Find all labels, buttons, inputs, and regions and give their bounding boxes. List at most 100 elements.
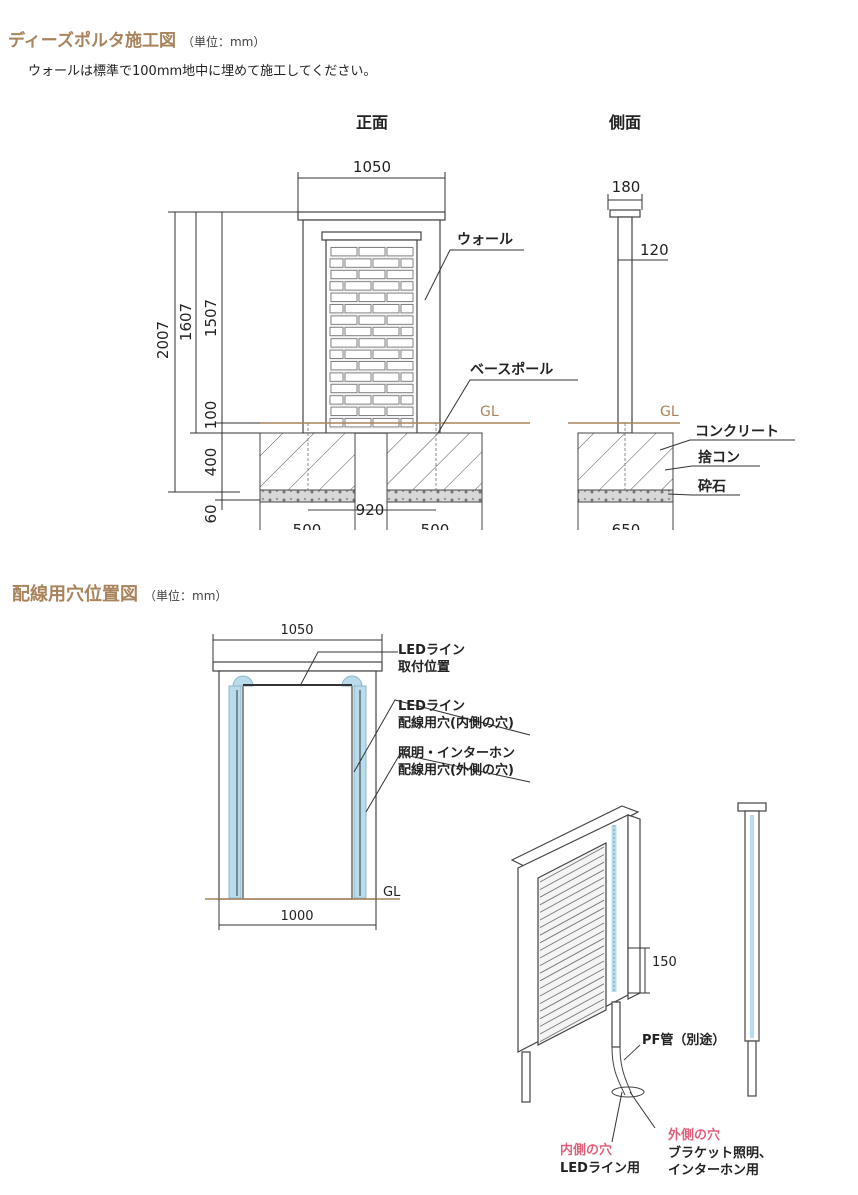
brick <box>372 304 400 314</box>
label-led-hole-2: 配線用穴(内側の穴) <box>398 715 514 731</box>
brick-course <box>539 960 605 997</box>
brick-course <box>539 930 605 966</box>
brick <box>372 258 400 268</box>
brick <box>400 395 414 405</box>
section1-title-text: ディーズポルタ施工図 <box>8 31 176 51</box>
brick-course <box>539 846 605 883</box>
brick <box>329 304 344 314</box>
brick <box>344 258 372 268</box>
label-led-hole-1: LEDライン <box>398 699 465 714</box>
gl-label-side: GL <box>660 404 679 420</box>
brick-course <box>539 998 605 1035</box>
section2-title: 配線用穴位置図（単位：mm） <box>12 580 227 606</box>
brick-course <box>539 869 605 906</box>
brick-course <box>539 861 605 898</box>
label-led-pos-1: LEDライン <box>398 643 465 658</box>
brick-course <box>539 922 605 959</box>
dim-h-100: 100 <box>202 401 220 430</box>
dim-h-1607: 1607 <box>177 303 195 341</box>
brick <box>386 406 414 416</box>
brick <box>330 383 358 394</box>
brick <box>386 247 414 257</box>
brick-course <box>539 899 605 936</box>
front-leaders <box>424 249 578 434</box>
brick <box>330 315 358 325</box>
label-light-hole-1: 照明・インターホン <box>398 746 515 761</box>
brick <box>344 395 372 405</box>
dim-side-body: 120 <box>640 241 669 259</box>
brick-course <box>539 953 605 989</box>
brick <box>386 292 414 302</box>
dim-gap: 920 <box>356 501 385 519</box>
brick <box>329 372 344 382</box>
wiring-dim-top: 1050 <box>280 623 313 638</box>
brick <box>358 292 386 302</box>
dim-h-total: 2007 <box>154 321 172 359</box>
brick-course <box>539 915 605 951</box>
dim-width: 1050 <box>353 158 391 176</box>
brick <box>358 361 386 371</box>
dim-right-base: 500 <box>421 521 450 535</box>
section2-title-text: 配線用穴位置図 <box>12 584 138 605</box>
hole-arrows <box>611 1091 656 1143</box>
brick-course <box>539 975 605 1012</box>
led-channels <box>228 675 367 899</box>
label-outer-desc-2: インターホン用 <box>668 1163 759 1178</box>
brick <box>386 338 414 348</box>
brick <box>329 326 344 337</box>
brick <box>400 372 414 382</box>
brick-course <box>539 991 605 1027</box>
wiring-gl-label: GL <box>383 885 401 900</box>
section1-note: ウォールは標準で100mm地中に埋めて施工してください。 <box>28 64 377 79</box>
label-gravel: 砕石 <box>698 478 726 495</box>
brick <box>372 372 400 382</box>
dim-150-lines <box>628 947 650 994</box>
brick <box>372 349 400 359</box>
brick <box>329 281 344 291</box>
label-inner-title: 内側の穴 <box>560 1142 612 1158</box>
label-wall: ウォール <box>457 232 513 248</box>
section1-title: ディーズポルタ施工図 （単位：mm） <box>8 26 265 51</box>
brick <box>344 326 372 337</box>
brick <box>330 361 358 371</box>
brick <box>400 349 414 359</box>
brick <box>344 349 372 359</box>
brick <box>372 281 400 291</box>
brick <box>358 315 386 325</box>
brick <box>358 247 386 257</box>
label-led-pos-2: 取付位置 <box>398 659 450 675</box>
brick <box>400 304 414 314</box>
brick-course <box>539 983 605 1020</box>
wiring-dim-bottom: 1000 <box>280 909 313 924</box>
brick-course <box>539 1006 605 1042</box>
side-view <box>609 209 641 434</box>
brick <box>330 292 358 302</box>
brick <box>372 326 400 337</box>
label-base-pole: ベースポール <box>470 361 553 378</box>
brick-rows <box>329 247 414 428</box>
brick <box>386 383 414 394</box>
brick <box>386 269 414 280</box>
section1-unit: （単位：mm） <box>181 35 266 49</box>
side-dimensions <box>607 194 668 261</box>
label-inner-desc: LEDライン用 <box>560 1161 640 1176</box>
brick-course <box>539 937 605 974</box>
brick <box>330 406 358 416</box>
front-width-dimension <box>297 172 446 214</box>
wiring-bottom-dimension <box>218 899 377 930</box>
front-foundation <box>259 423 483 530</box>
label-concrete: コンクリート <box>695 424 779 440</box>
wiring-dim-150: 150 <box>652 955 677 970</box>
brick-course <box>539 907 605 944</box>
side-heading: 側面 <box>608 113 641 132</box>
dim-h-60: 60 <box>202 504 220 523</box>
wiring-top-dimension <box>212 634 383 662</box>
brick <box>400 258 414 268</box>
brick <box>344 372 372 382</box>
dim-h-400: 400 <box>202 448 220 477</box>
brick-course <box>539 892 605 928</box>
brick <box>329 395 344 405</box>
label-leveling: 捨コン <box>698 449 740 466</box>
side-leaders <box>659 439 795 496</box>
